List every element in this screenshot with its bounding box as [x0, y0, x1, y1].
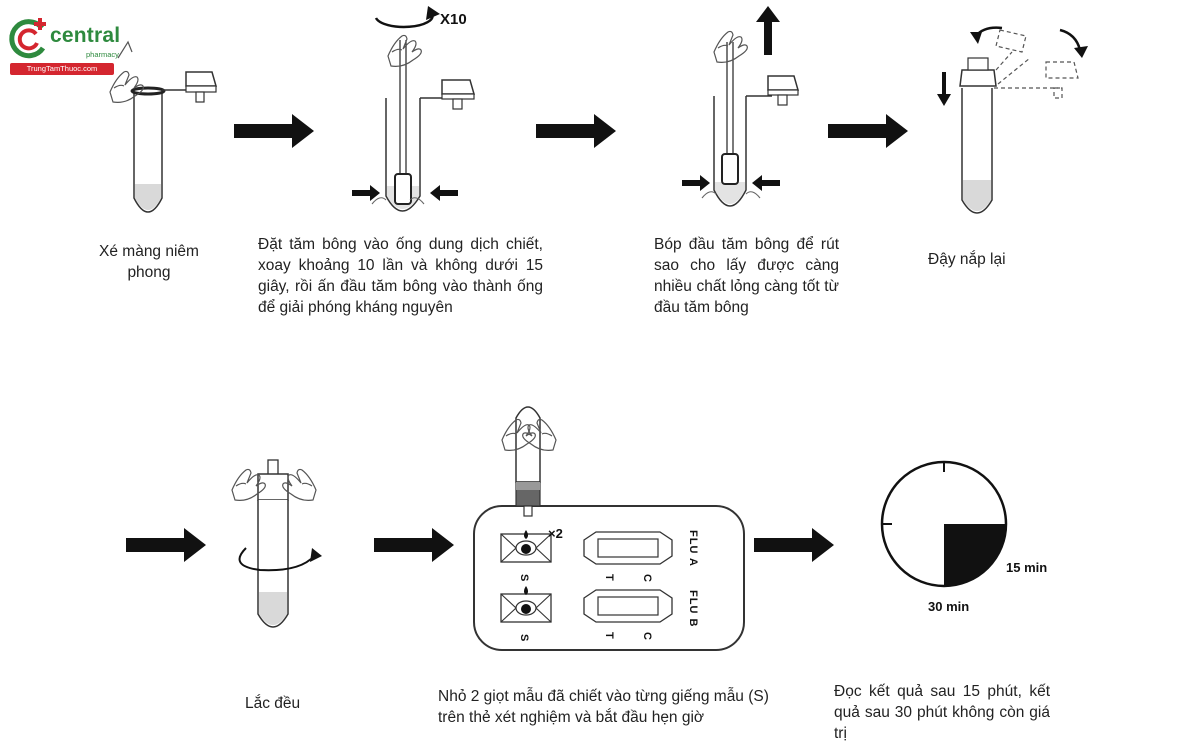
rotation-count: X10 — [440, 11, 467, 28]
strip-b-control-label: C — [641, 632, 653, 640]
timer-15-label: 15 min — [1006, 560, 1047, 575]
flow-arrow-2 — [536, 114, 616, 148]
flow-arrow-1 — [234, 114, 314, 148]
flow-arrow-6 — [754, 528, 834, 562]
step-5-caption: Lắc đều — [245, 695, 301, 712]
timer-30-label: 30 min — [928, 599, 969, 614]
strip-a-control-label: C — [641, 574, 653, 582]
well-label-b: S — [518, 634, 530, 641]
strip-a-name: FLU A — [687, 530, 699, 567]
step-6-caption: Nhỏ 2 giọt mẫu đã chiết vào từng giếng m… — [438, 688, 769, 726]
flow-arrow-4 — [126, 528, 206, 562]
logo-website: TrungTamThuoc.com — [10, 63, 114, 75]
step-2-illustration: X10 — [352, 6, 475, 212]
well-label-a: S — [518, 574, 530, 581]
logo-mark-icon — [9, 18, 46, 59]
step-4-illustration — [937, 26, 1088, 214]
flow-arrow-5 — [374, 528, 454, 562]
strip-b-name: FLU B — [687, 590, 699, 627]
strip-b-test-label: T — [603, 632, 615, 639]
step-5-illustration — [231, 459, 322, 628]
step-4-caption: Đậy nắp lại — [928, 251, 1006, 268]
logo-tagline: pharmacy — [86, 50, 119, 59]
step-3-illustration — [682, 6, 799, 207]
step-1-illustration — [109, 40, 217, 213]
strip-a-test-label: T — [603, 574, 615, 581]
brand-logo: central pharmacy TrungTamThuoc.com — [6, 16, 124, 78]
step-3-caption: Bóp đầu tăm bông để rút sao cho lấy được… — [654, 236, 839, 316]
drop-count: ×2 — [548, 526, 563, 541]
step-7-illustration: 15 min 30 min — [880, 460, 1047, 614]
flow-arrow-3 — [828, 114, 908, 148]
step-6-illustration: ×2 S S T C T C FLU A FLU B — [473, 406, 745, 651]
logo-name: central — [50, 24, 121, 47]
step-7-caption: Đọc kết quả sau 15 phút, kết quả sau 30 … — [834, 683, 1050, 742]
step-2-caption: Đặt tăm bông vào ống dung dịch chiết, xo… — [258, 236, 543, 316]
step-1-caption: Xé màng niêm phong — [99, 243, 199, 281]
